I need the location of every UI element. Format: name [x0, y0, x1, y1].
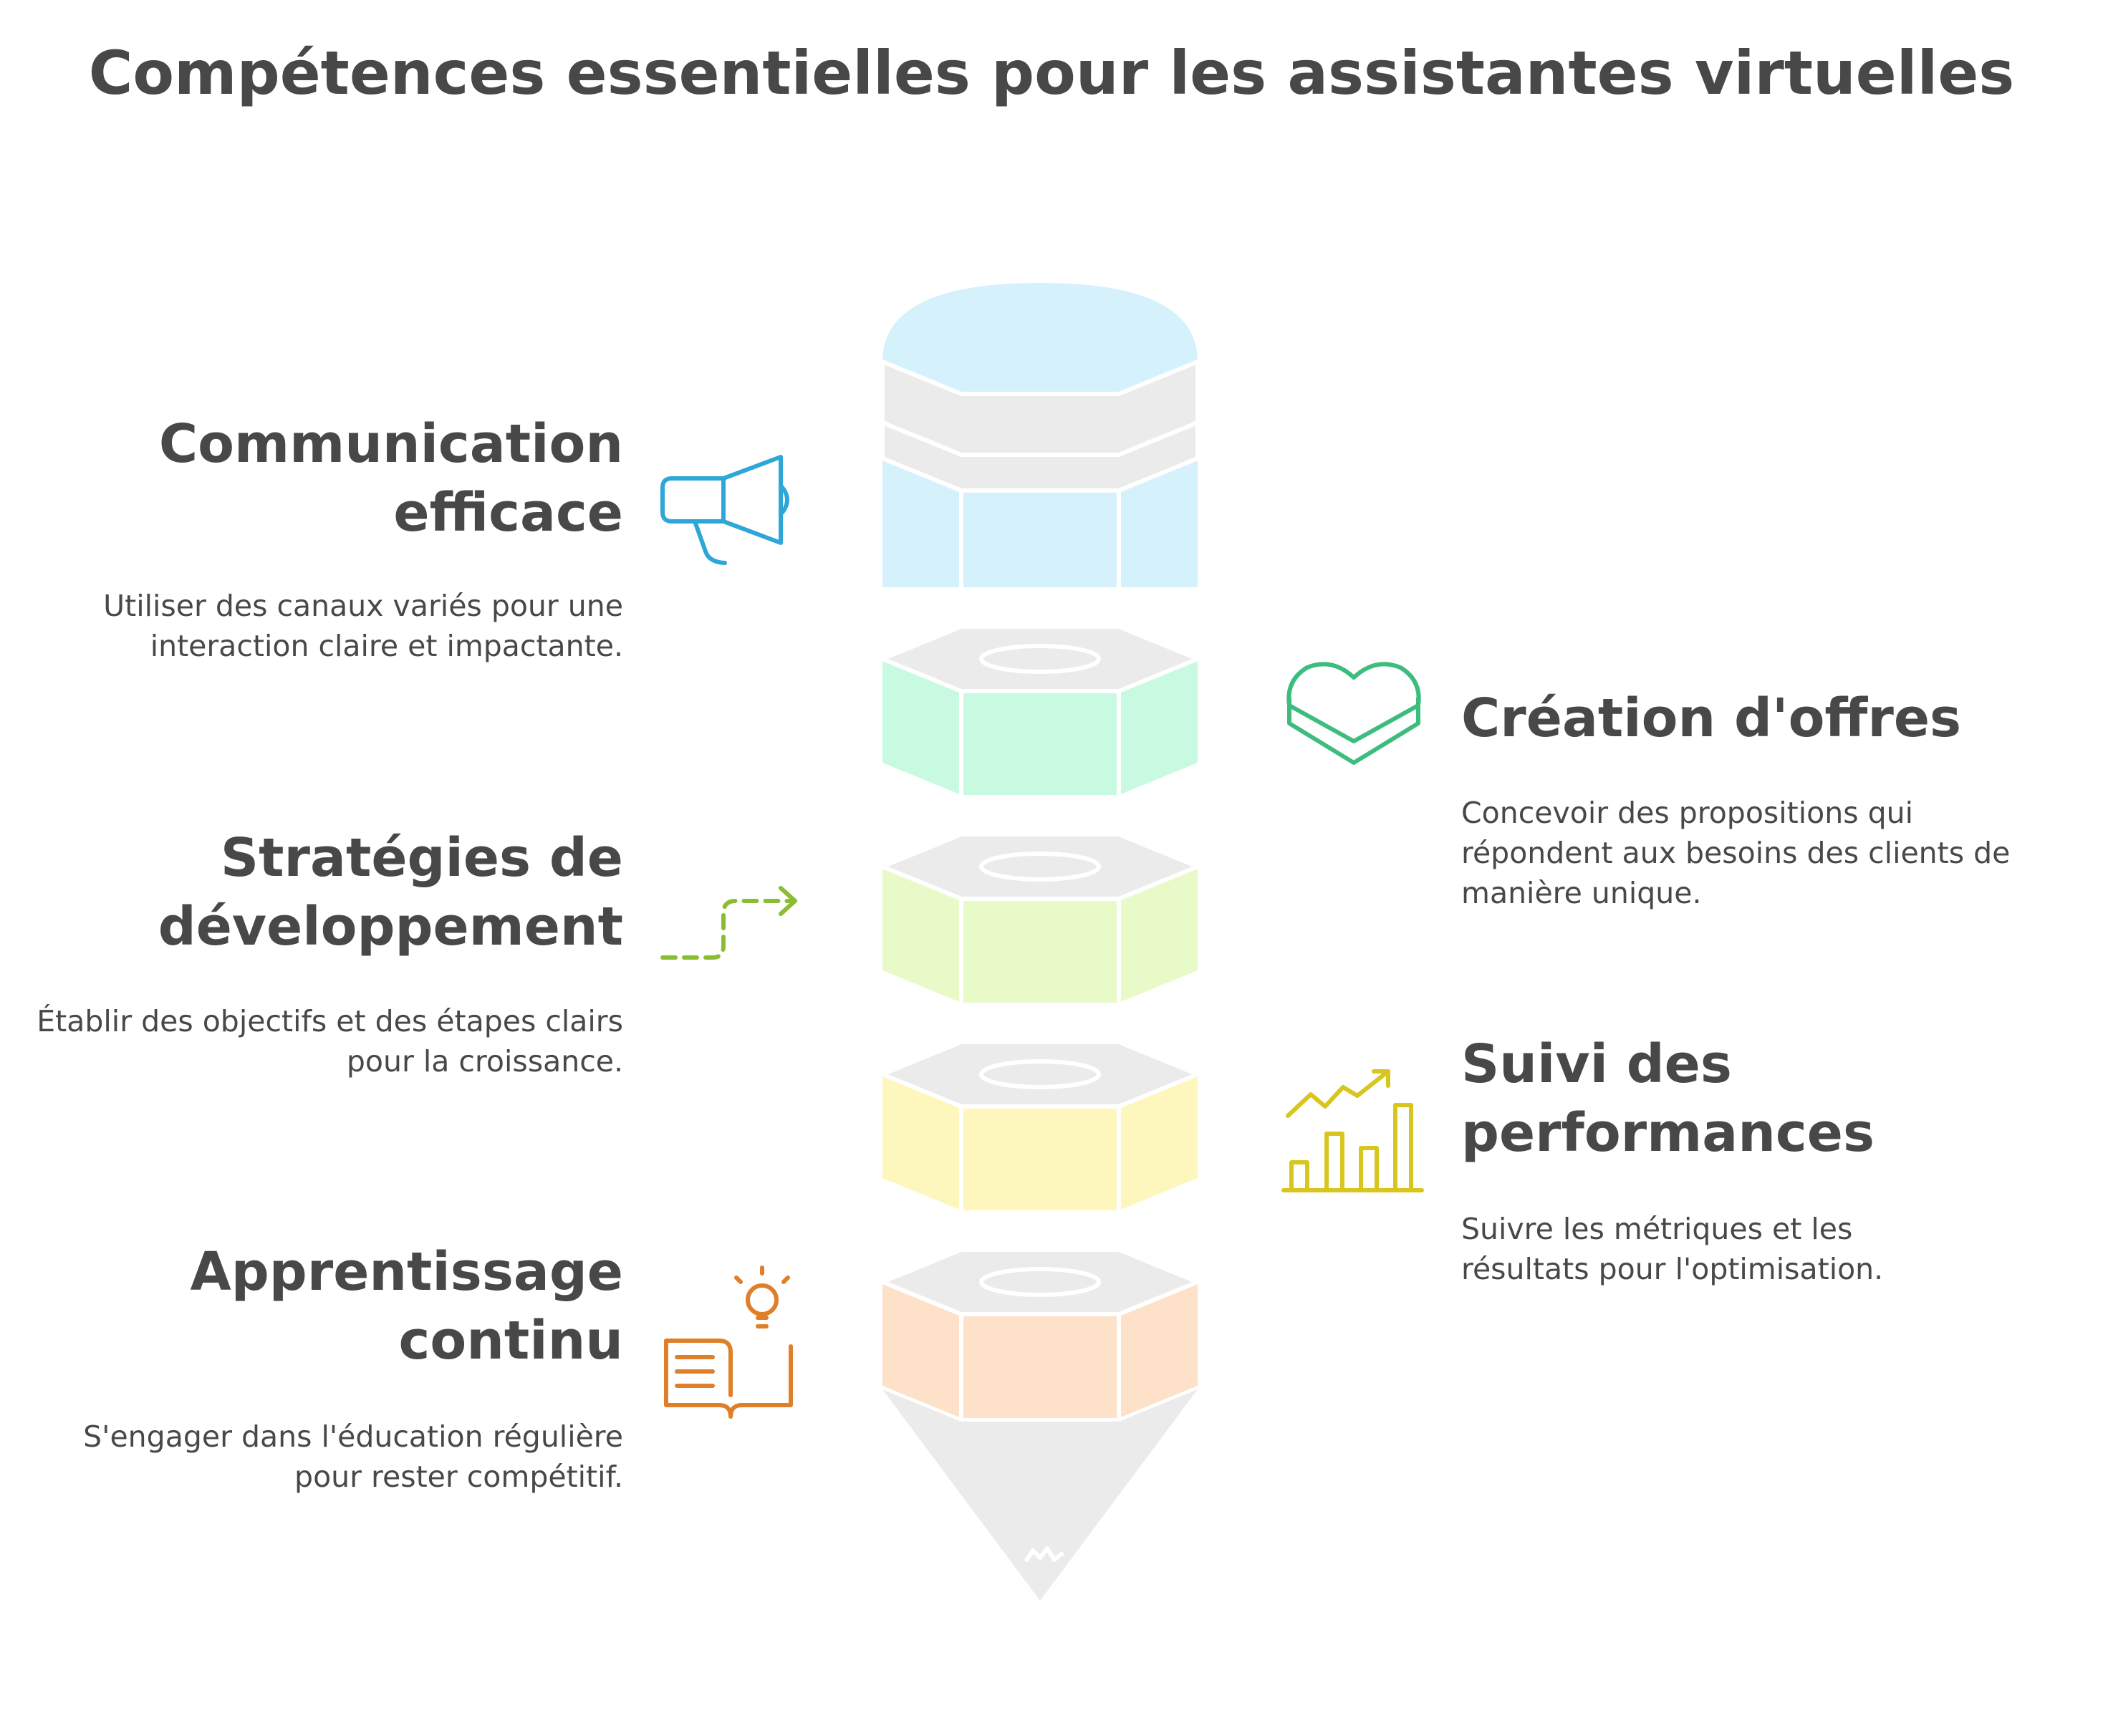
desc-suivi: Suivre les métriques et les résultats po… — [1461, 1212, 1884, 1286]
desc-strategies: Établir des objectifs et des étapes clai… — [37, 1004, 623, 1079]
diagram-title: Compétences essentielles pour les assist… — [88, 38, 2015, 108]
pencil-segment-suivi — [877, 1040, 1203, 1210]
desc-communication: Utiliser des canaux variés pour une inte… — [103, 589, 623, 663]
heading-communication: Communication efficace — [158, 413, 623, 544]
heading-strategies: Stratégies de développement — [158, 827, 623, 958]
book-lightbulb-icon — [664, 1265, 793, 1419]
growth-chart-icon — [1281, 1069, 1424, 1192]
pencil-tip — [882, 1389, 1198, 1601]
path-arrow-icon — [660, 886, 797, 960]
heading-creation-offres: Création d'offres — [1461, 688, 1962, 749]
pencil-eraser — [880, 283, 1200, 587]
desc-creation-offres: Concevoir des propositions qui répondent… — [1461, 796, 2011, 910]
pencil-segment-offres — [877, 625, 1203, 795]
desc-apprentissage: S'engager dans l'éducation régulière pou… — [83, 1419, 623, 1494]
heading-apprentissage: Apprentissage continu — [190, 1241, 623, 1371]
heart-icon — [1286, 662, 1421, 765]
megaphone-icon — [660, 455, 789, 565]
heading-suivi: Suivi des performances — [1461, 1033, 1875, 1164]
pencil-segment-apprentissage — [877, 1248, 1203, 1418]
pencil-segment-strategies — [877, 832, 1203, 1003]
